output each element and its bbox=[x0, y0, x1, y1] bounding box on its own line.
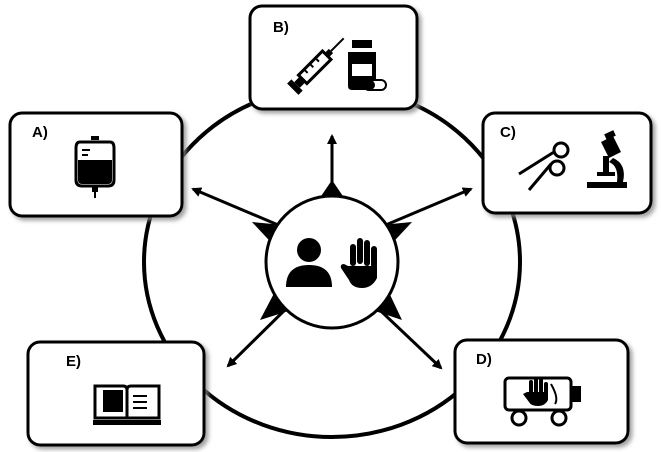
box-e: E) bbox=[26, 340, 206, 447]
hand-in-portable-box-icon bbox=[503, 376, 581, 427]
open-book-icon bbox=[93, 384, 161, 425]
hand-icon bbox=[340, 238, 377, 288]
microscope-icon bbox=[587, 130, 627, 188]
box-a-label: A) bbox=[32, 124, 48, 141]
box-d: D) bbox=[453, 338, 630, 445]
box-b: B) bbox=[248, 4, 419, 111]
box-e-label: E) bbox=[66, 353, 81, 370]
box-b-label: B) bbox=[273, 19, 289, 36]
arrow-to-a bbox=[191, 187, 291, 232]
center-node bbox=[264, 194, 400, 330]
box-d-label: D) bbox=[476, 351, 492, 368]
box-a: A) bbox=[8, 111, 184, 218]
pill-bottle-icon bbox=[348, 40, 387, 91]
person-icon bbox=[286, 238, 332, 287]
syringe-icon bbox=[287, 37, 345, 95]
box-c-label: C) bbox=[500, 124, 516, 141]
arrow-to-c bbox=[373, 187, 473, 232]
box-c: C) bbox=[481, 111, 653, 215]
scissors-icon bbox=[518, 141, 570, 191]
blood-bag-icon bbox=[74, 136, 116, 198]
